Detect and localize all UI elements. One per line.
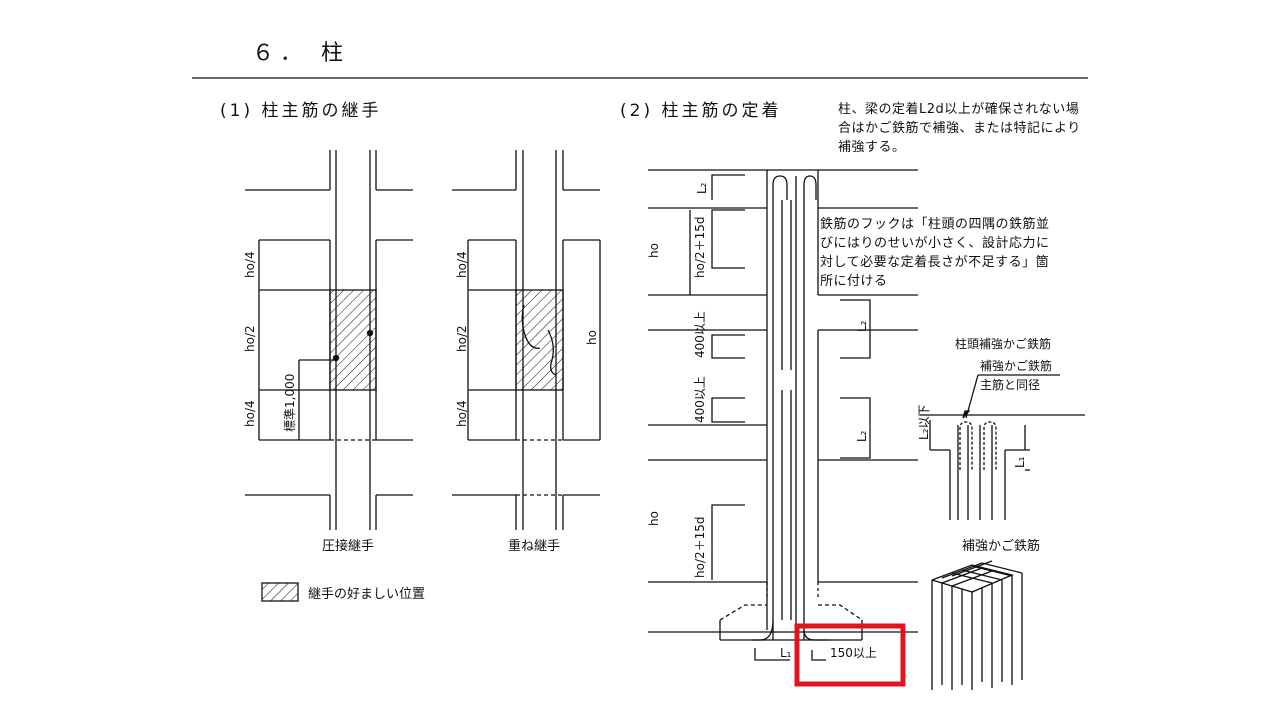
lap-joint-caption: 重ね継手 <box>508 539 561 554</box>
reinforcement-cage-sketch <box>931 560 1023 690</box>
dim-150: 150以上 <box>830 646 877 660</box>
page-title: ６． 柱 <box>252 41 349 66</box>
detail-title: 柱頭補強かご鉄筋 <box>955 337 1052 351</box>
lap-joint-diagram <box>452 150 601 530</box>
anchorage-diagram <box>648 169 918 661</box>
preferred-joint-zone <box>329 289 377 391</box>
detail-label-cage: 補強かご鉄筋 <box>980 359 1053 373</box>
anchorage-note: 柱、梁の定着L2d以上が確保されない場合はかご鉄筋で補強、または特記により補強す… <box>838 102 1081 155</box>
hook-note: 鉄筋のフックは「柱頭の四隅の鉄筋並びにはりのせいが小さく、設計応力に対して必要な… <box>820 217 1050 289</box>
pressure-joint-diagram <box>245 150 413 530</box>
column-head-detail <box>920 374 1085 520</box>
legend-label: 継手の好ましい位置 <box>308 587 426 602</box>
section2-title: (2) 柱主筋の定着 <box>620 101 782 121</box>
dim-l1: L₁ <box>780 646 792 660</box>
pressure-joint-caption: 圧接継手 <box>322 539 375 554</box>
detail-label-dia: 主筋と同径 <box>980 378 1041 392</box>
section1-title: (1) 柱主筋の継手 <box>220 101 382 121</box>
cage-title: 補強かご鉄筋 <box>962 539 1041 554</box>
highlight-box <box>794 623 906 687</box>
legend-hatch <box>261 582 299 602</box>
